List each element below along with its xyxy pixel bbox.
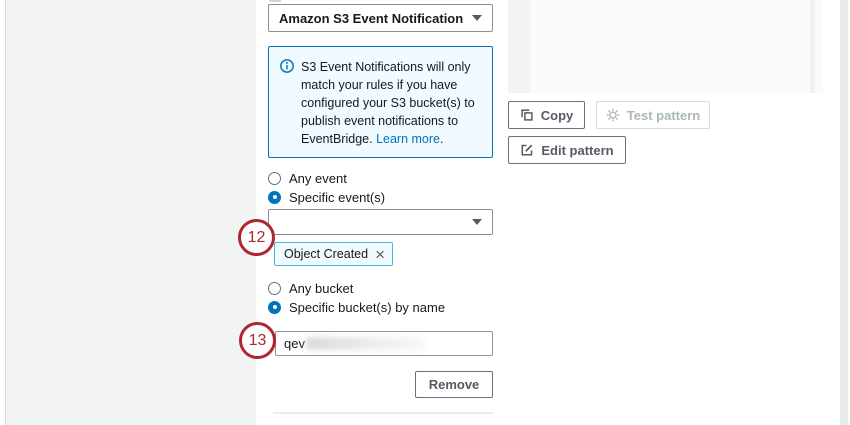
radio-specific-events[interactable]: Specific event(s) (268, 189, 385, 205)
selected-event-tag-label: Object Created (284, 247, 369, 261)
radio-specific-buckets[interactable]: Specific bucket(s) by name (268, 299, 445, 315)
chevron-down-icon (472, 219, 482, 225)
info-icon (280, 59, 294, 73)
cropped-element-remnant (269, 0, 281, 2)
learn-more-link[interactable]: Learn more (376, 132, 440, 146)
selected-event-tag: Object Created × (274, 242, 394, 266)
specific-events-select[interactable] (268, 209, 493, 235)
event-pattern-preview (508, 0, 823, 93)
copy-button[interactable]: Copy (508, 101, 585, 129)
radio-specific-buckets-label: Specific bucket(s) by name (289, 299, 446, 315)
edit-pattern-button[interactable]: Edit pattern (508, 136, 626, 164)
gear-icon (606, 108, 620, 122)
edit-pattern-button-label: Edit pattern (541, 142, 614, 158)
s3-info-box: S3 Event Notifications will only match y… (268, 46, 493, 158)
redacted-text (305, 337, 426, 350)
remove-button[interactable]: Remove (415, 371, 493, 398)
code-gutter (508, 0, 530, 93)
left-panel (5, 0, 256, 425)
bucket-name-input[interactable]: qev (275, 331, 493, 356)
radio-circle-checked[interactable] (268, 300, 281, 314)
copy-button-label: Copy (540, 107, 574, 123)
radio-any-event[interactable]: Any event (268, 170, 347, 186)
radio-any-bucket[interactable]: Any bucket (268, 280, 353, 296)
radio-circle-checked[interactable] (268, 190, 281, 204)
radio-specific-events-label: Specific event(s) (289, 189, 386, 205)
info-text-suffix: . (440, 132, 444, 146)
radio-circle-unchecked[interactable] (268, 171, 281, 185)
radio-any-event-label: Any event (289, 170, 347, 186)
page-scrollbar[interactable] (840, 0, 848, 425)
close-icon[interactable]: × (375, 244, 386, 264)
annotation-step-13: 13 (239, 322, 276, 359)
radio-circle-unchecked[interactable] (268, 281, 281, 295)
event-source-select-value: Amazon S3 Event Notification (279, 10, 464, 26)
info-text: S3 Event Notifications will only match y… (301, 60, 475, 146)
code-scroll-track (810, 0, 815, 93)
radio-any-bucket-label: Any bucket (289, 280, 354, 296)
chevron-down-icon (472, 15, 482, 21)
copy-icon (521, 109, 533, 121)
section-divider (273, 412, 493, 414)
event-source-select[interactable]: Amazon S3 Event Notification (268, 4, 493, 32)
test-pattern-button-label: Test pattern (626, 107, 701, 123)
edit-icon (521, 144, 533, 156)
test-pattern-button[interactable]: Test pattern (596, 101, 710, 129)
annotation-step-12: 12 (238, 219, 275, 256)
bucket-name-value: qev (284, 336, 305, 351)
info-box-text: S3 Event Notifications will only match y… (301, 58, 482, 148)
